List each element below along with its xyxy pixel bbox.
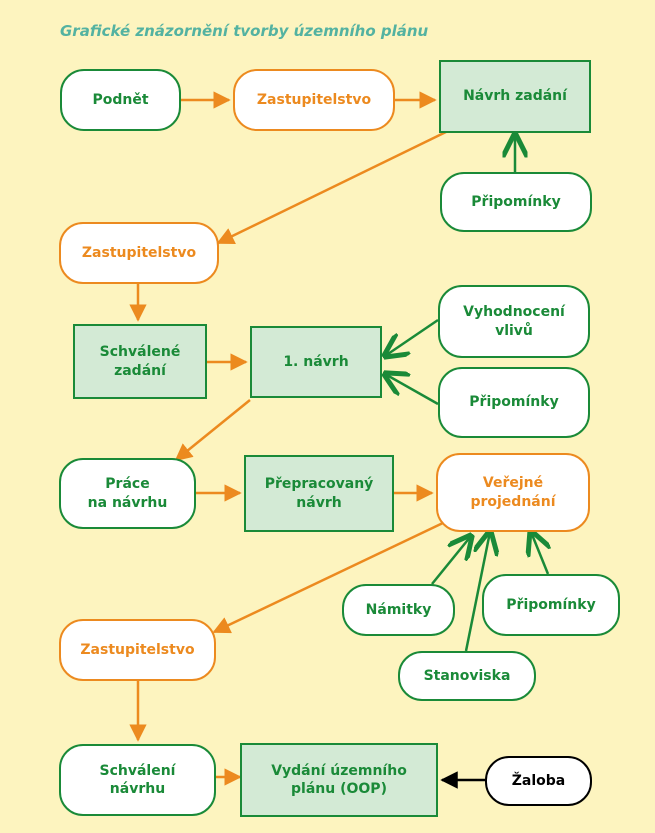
node-pripominky-2: Připomínky	[438, 367, 590, 438]
diagram-title: Grafické znázornění tvorby územního plán…	[60, 22, 429, 40]
node-namitky: Námitky	[342, 584, 455, 636]
node-label: Vyhodnocení vlivů	[463, 304, 565, 339]
node-vydani-uzemniho-planu: Vydání územního plánu (OOP)	[240, 743, 438, 817]
edge-vyhodnoceni-navrh	[385, 318, 439, 356]
node-zastupitelstvo-1: Zastupitelstvo	[233, 69, 395, 131]
edge-pripominky-verejne	[531, 532, 548, 575]
node-label: Stanoviska	[423, 667, 511, 684]
node-navrh-1: 1. návrh	[250, 326, 382, 398]
node-label: Podnět	[92, 91, 149, 108]
node-label: Veřejné projednání	[470, 475, 556, 510]
node-pripominky-3: Připomínky	[482, 574, 620, 636]
node-label: Připomínky	[471, 193, 561, 210]
node-pripominky-1: Připomínky	[440, 172, 592, 232]
edge-navrh-prace	[174, 399, 251, 462]
node-label: Připomínky	[506, 596, 596, 613]
node-zaloba: Žaloba	[485, 756, 592, 806]
node-vyhodnoceni-vlivu: Vyhodnocení vlivů	[438, 285, 590, 358]
node-label: Schválení návrhu	[99, 762, 176, 797]
node-label: Připomínky	[469, 394, 559, 411]
node-label: Zastupitelstvo	[80, 641, 195, 658]
node-zastupitelstvo-3: Zastupitelstvo	[59, 619, 216, 681]
node-label: Vydání územního plánu (OOP)	[271, 762, 407, 797]
node-stanoviska: Stanoviska	[398, 651, 536, 701]
node-podnet: Podnět	[60, 69, 181, 131]
node-label: 1. návrh	[283, 353, 349, 370]
node-verejne-projednani: Veřejné projednání	[436, 453, 590, 532]
node-label: Žaloba	[511, 772, 566, 789]
edge-namitky-verejne	[431, 536, 471, 585]
node-prepracovany-navrh: Přepracovaný návrh	[244, 455, 394, 532]
edge-navrh-zadani-zastupitelstvo	[216, 128, 451, 245]
edge-verejne-zastupitelstvo	[212, 520, 446, 634]
node-label: Námitky	[365, 601, 432, 618]
node-label: Schválené zadání	[99, 344, 181, 379]
edge-pripominky-navrh	[385, 374, 439, 406]
node-zastupitelstvo-2: Zastupitelstvo	[59, 222, 219, 284]
node-label: Návrh zadání	[463, 88, 567, 105]
node-prace-na-navrhu: Práce na návrhu	[59, 458, 196, 529]
node-navrh-zadani: Návrh zadání	[439, 60, 591, 133]
node-schvaleni-navrhu: Schválení návrhu	[59, 744, 216, 816]
edge-stanoviska-verejne	[464, 532, 490, 652]
node-label: Zastupitelstvo	[81, 244, 197, 261]
node-label: Zastupitelstvo	[256, 91, 372, 108]
node-schvalene-zadani: Schválené zadání	[73, 324, 207, 399]
node-label: Přepracovaný návrh	[264, 476, 374, 511]
node-label: Práce na návrhu	[87, 476, 168, 511]
